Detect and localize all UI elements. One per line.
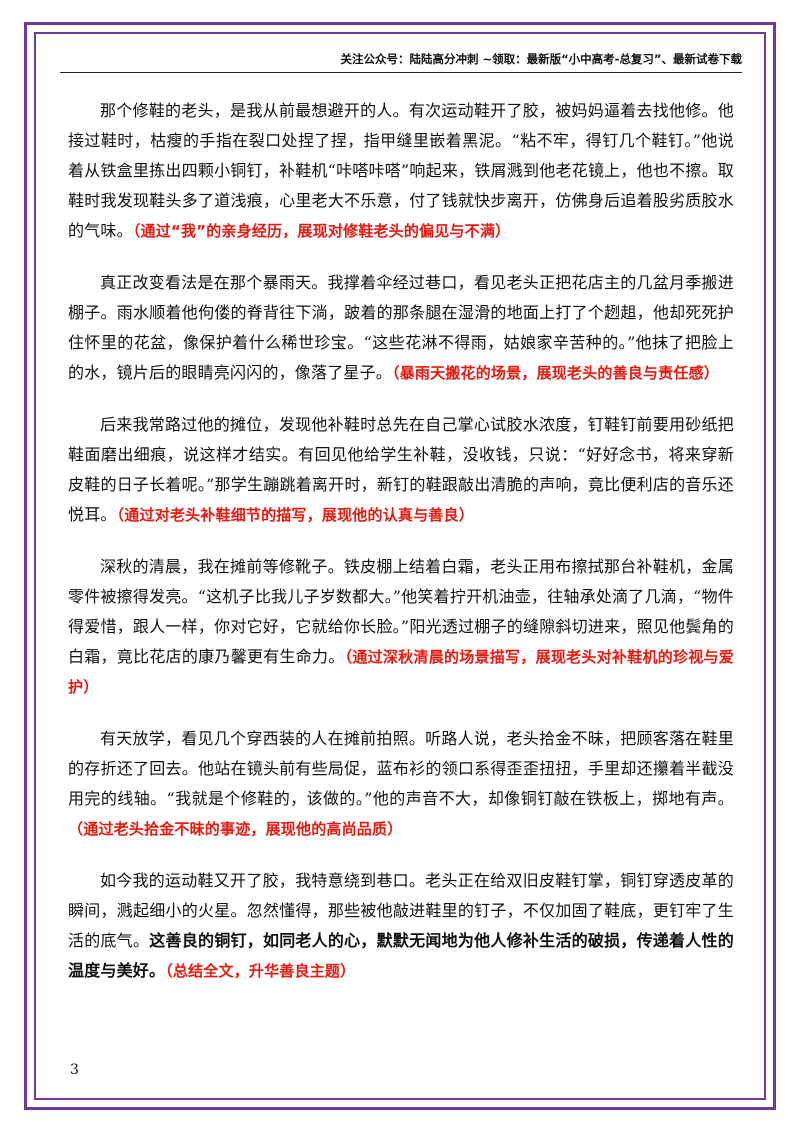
paragraph-2: 真正改变看法是在那个暴雨天。我撑着伞经过巷口，看见老头正把花店主的几盆月季搬进棚… [68, 268, 734, 388]
page-border-outer [24, 22, 776, 1110]
paragraph-text: 如今我的运动鞋又开了胶，我特意绕到巷口。老头正在给双旧皮鞋钉掌，铜钉穿透皮革的瞬… [68, 871, 734, 950]
paragraph-text: 那个修鞋的老头，是我从前最想避开的人。有次运动鞋开了胶，被妈妈逼着去找他修。他接… [68, 101, 734, 240]
annotation: （通过老头拾金不昧的事迹，展现他的高尚品质） [68, 820, 403, 838]
annotation: （总结全文，升华善良主题） [165, 962, 356, 980]
paragraph-3: 后来我常路过他的摊位，发现他补鞋时总先在自己掌心试胶水浓度，钉鞋钉前要用砂纸把鞋… [68, 410, 734, 530]
annotation: （通过深秋清晨的场景描写，展现老头对补鞋机的珍视与爱护） [68, 648, 735, 696]
annotation: （通过对老头补鞋细节的描写，展现他的认真与善良） [116, 506, 474, 524]
paragraph-text: 有天放学，看见几个穿西装的人在摊前拍照。听路人说，老头拾金不昧，把顾客落在鞋里的… [68, 729, 734, 808]
essay-body: 那个修鞋的老头，是我从前最想避开的人。有次运动鞋开了胶，被妈妈逼着去找他修。他接… [68, 96, 734, 1008]
paragraph-text: 真正改变看法是在那个暴雨天。我撑着伞经过巷口，看见老头正把花店主的几盆月季搬进棚… [68, 273, 734, 382]
page-number: 3 [70, 1062, 79, 1078]
concluding-sentence: 这善良的铜钉，如同老人的心，默默无闻地为他人修补生活的破损，传递着人性的温度与美… [68, 931, 734, 980]
page-border-inner [34, 32, 766, 1100]
paragraph-text: 深秋的清晨，我在摊前等修靴子。铁皮棚上结着白霜，老头正用布擦拭那台补鞋机，金属零… [68, 557, 734, 666]
paragraph-6: 如今我的运动鞋又开了胶，我特意绕到巷口。老头正在给双旧皮鞋钉掌，铜钉穿透皮革的瞬… [68, 866, 734, 986]
annotation: （暴雨天搬花的场景，展现老头的善良与责任感） [392, 364, 719, 382]
paragraph-4: 深秋的清晨，我在摊前等修靴子。铁皮棚上结着白霜，老头正用布擦拭那台补鞋机，金属零… [68, 552, 734, 702]
paragraph-5: 有天放学，看见几个穿西装的人在摊前拍照。听路人说，老头拾金不昧，把顾客落在鞋里的… [68, 724, 734, 844]
page-header: 关注公众号：陆陆高分冲刺 ~领取：最新版“小中高考-总复习”、最新试卷下载 [60, 46, 742, 73]
paragraph-1: 那个修鞋的老头，是我从前最想避开的人。有次运动鞋开了胶，被妈妈逼着去找他修。他接… [68, 96, 734, 246]
annotation: （通过“我”的亲身经历，展现对修鞋老头的偏见与不满） [132, 222, 511, 240]
paragraph-text: 后来我常路过他的摊位，发现他补鞋时总先在自己掌心试胶水浓度，钉鞋钉前要用砂纸把鞋… [68, 415, 734, 524]
